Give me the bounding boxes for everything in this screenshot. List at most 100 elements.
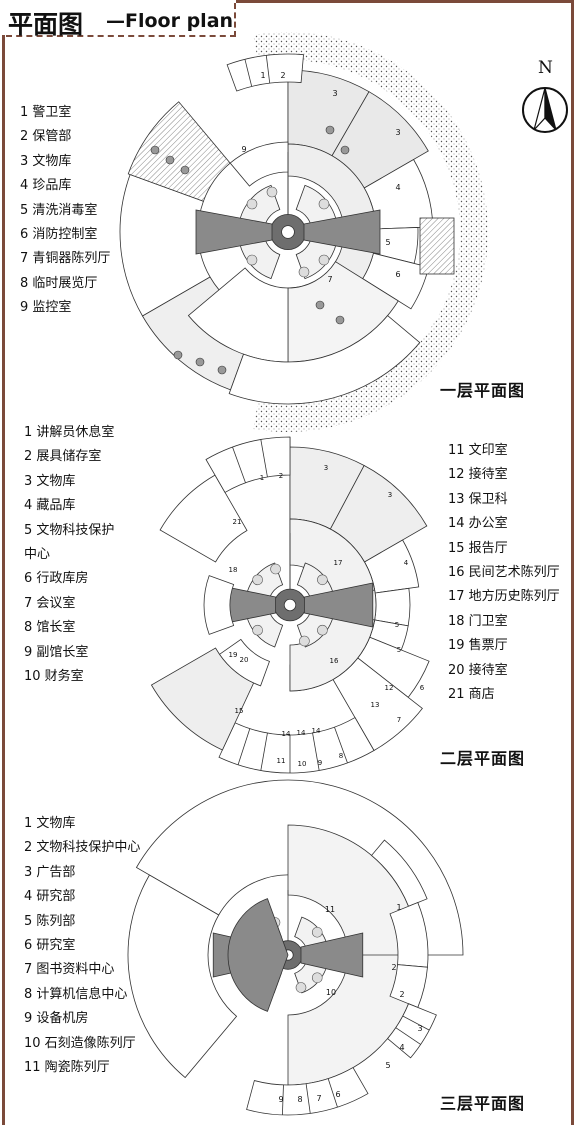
bridge-wing <box>300 932 364 978</box>
room-number: 3 <box>332 89 337 98</box>
room-number: 11 <box>277 757 286 765</box>
legend-item: 14 办公室 <box>448 516 508 532</box>
tree-icon <box>266 186 278 198</box>
legend-item: 21 商店 <box>448 686 495 702</box>
room-number: 15 <box>235 707 244 715</box>
legend-item: 11 文印室 <box>448 443 508 458</box>
room-number: 7 <box>327 275 332 284</box>
room-number: 5 <box>385 1061 390 1070</box>
floor3-label: 三层平面图 <box>440 1094 526 1113</box>
room-number: 6 <box>335 1090 340 1099</box>
legend-item: 1 警卫室 <box>20 105 72 120</box>
room-number: 1 <box>260 474 264 482</box>
sheet-title: 平面图 —Floor plan <box>6 3 236 39</box>
east-annex <box>419 217 455 275</box>
legend-item: 11 陶瓷陈列厅 <box>24 1059 110 1075</box>
north-letter: N <box>538 58 553 78</box>
wall-line <box>282 1084 284 1115</box>
exhibit-case <box>335 315 345 325</box>
west-atrium <box>227 898 289 1012</box>
legend-item: 6 研究室 <box>24 937 76 953</box>
tree-icon <box>299 635 310 647</box>
exhibit-case <box>315 300 325 310</box>
exhibit-case <box>150 145 160 155</box>
room-number: 2 <box>280 71 285 80</box>
room-number: 2 <box>279 472 283 480</box>
wall-line <box>265 55 271 84</box>
legend-item: 5 文物科技保护 <box>24 522 115 538</box>
wall-line <box>402 1015 430 1031</box>
tree-icon <box>318 254 330 266</box>
legend-item: 13 保卫科 <box>448 491 508 507</box>
room-number: 5 <box>397 646 401 654</box>
room-number: 6 <box>420 684 425 692</box>
legend-item: 10 石刻造像陈列厅 <box>24 1035 136 1051</box>
bridge-wing <box>304 582 374 628</box>
wall-line <box>260 439 268 478</box>
legend-item: 15 报告厅 <box>448 540 508 556</box>
legend-item: 2 文物科技保护中心 <box>24 840 141 856</box>
legend-item: 9 监控室 <box>20 300 72 316</box>
legend-item: 3 广告部 <box>24 864 76 880</box>
exhibit-case <box>325 125 335 135</box>
legend-item: 3 文物库 <box>20 153 72 169</box>
room-number: 16 <box>330 657 339 665</box>
exhibit-case <box>217 365 227 375</box>
legend-item: 1 讲解员休息室 <box>24 425 115 440</box>
wall-line <box>237 728 251 765</box>
north-arrow-icon <box>522 87 568 133</box>
legend-item: 7 图书资料中心 <box>24 962 115 978</box>
room-number: 19 <box>229 651 238 659</box>
legend-item: 5 陈列部 <box>24 913 76 929</box>
exhibit-case <box>165 155 175 165</box>
wall-line <box>232 446 246 483</box>
room-number: 5 <box>395 621 399 629</box>
title-en: —Floor plan <box>106 10 234 32</box>
room-number: 3 <box>417 1024 422 1033</box>
frame-border-right <box>571 0 574 1125</box>
legend-item: 18 门卫室 <box>448 613 508 629</box>
tree-icon <box>295 982 307 993</box>
legend-item: 16 民间艺术陈列厅 <box>448 564 560 580</box>
legend-item: 6 行政库房 <box>24 571 89 587</box>
room-number: 9 <box>241 145 246 154</box>
room-number: 1 <box>396 903 401 912</box>
floor2-label: 二层平面图 <box>440 749 526 768</box>
legend-item: 7 青铜器陈列厅 <box>20 251 111 267</box>
tree-icon <box>317 624 328 636</box>
room-1-2 <box>205 436 291 493</box>
wall-line <box>305 1083 311 1114</box>
legend-item: 20 接待室 <box>448 662 508 678</box>
central-well <box>281 225 295 239</box>
tree-icon <box>246 254 258 266</box>
bridge-wing <box>303 209 381 255</box>
frame-border-top <box>236 0 574 3</box>
room-number: 9 <box>278 1095 283 1104</box>
legend-item: 9 副馆长室 <box>24 644 89 660</box>
room-number: 18 <box>229 566 238 574</box>
legend-item: 8 临时展览厅 <box>20 275 98 291</box>
room-5 <box>374 587 411 627</box>
room-number: 2 <box>391 963 396 972</box>
room-number: 4 <box>399 1043 404 1052</box>
legend-item: 9 设备机房 <box>24 1011 89 1027</box>
room-number: 2 <box>399 990 404 999</box>
frame-border-left <box>2 35 5 1125</box>
room-number: 3 <box>395 128 400 137</box>
wall-line <box>312 732 320 771</box>
legend-item: 5 清洗消毒室 <box>20 202 98 218</box>
room-number: 9 <box>318 759 322 767</box>
wall-line <box>334 727 348 764</box>
room-number: 14 <box>297 729 306 737</box>
legend-item: 1 文物库 <box>24 816 76 831</box>
room-number: 5 <box>385 238 390 247</box>
legend-item: 6 消防控制室 <box>20 226 98 242</box>
south-hall <box>228 314 421 405</box>
bridge-wing <box>195 209 273 255</box>
room-number: 7 <box>397 716 401 724</box>
room-number: 6 <box>395 270 400 279</box>
